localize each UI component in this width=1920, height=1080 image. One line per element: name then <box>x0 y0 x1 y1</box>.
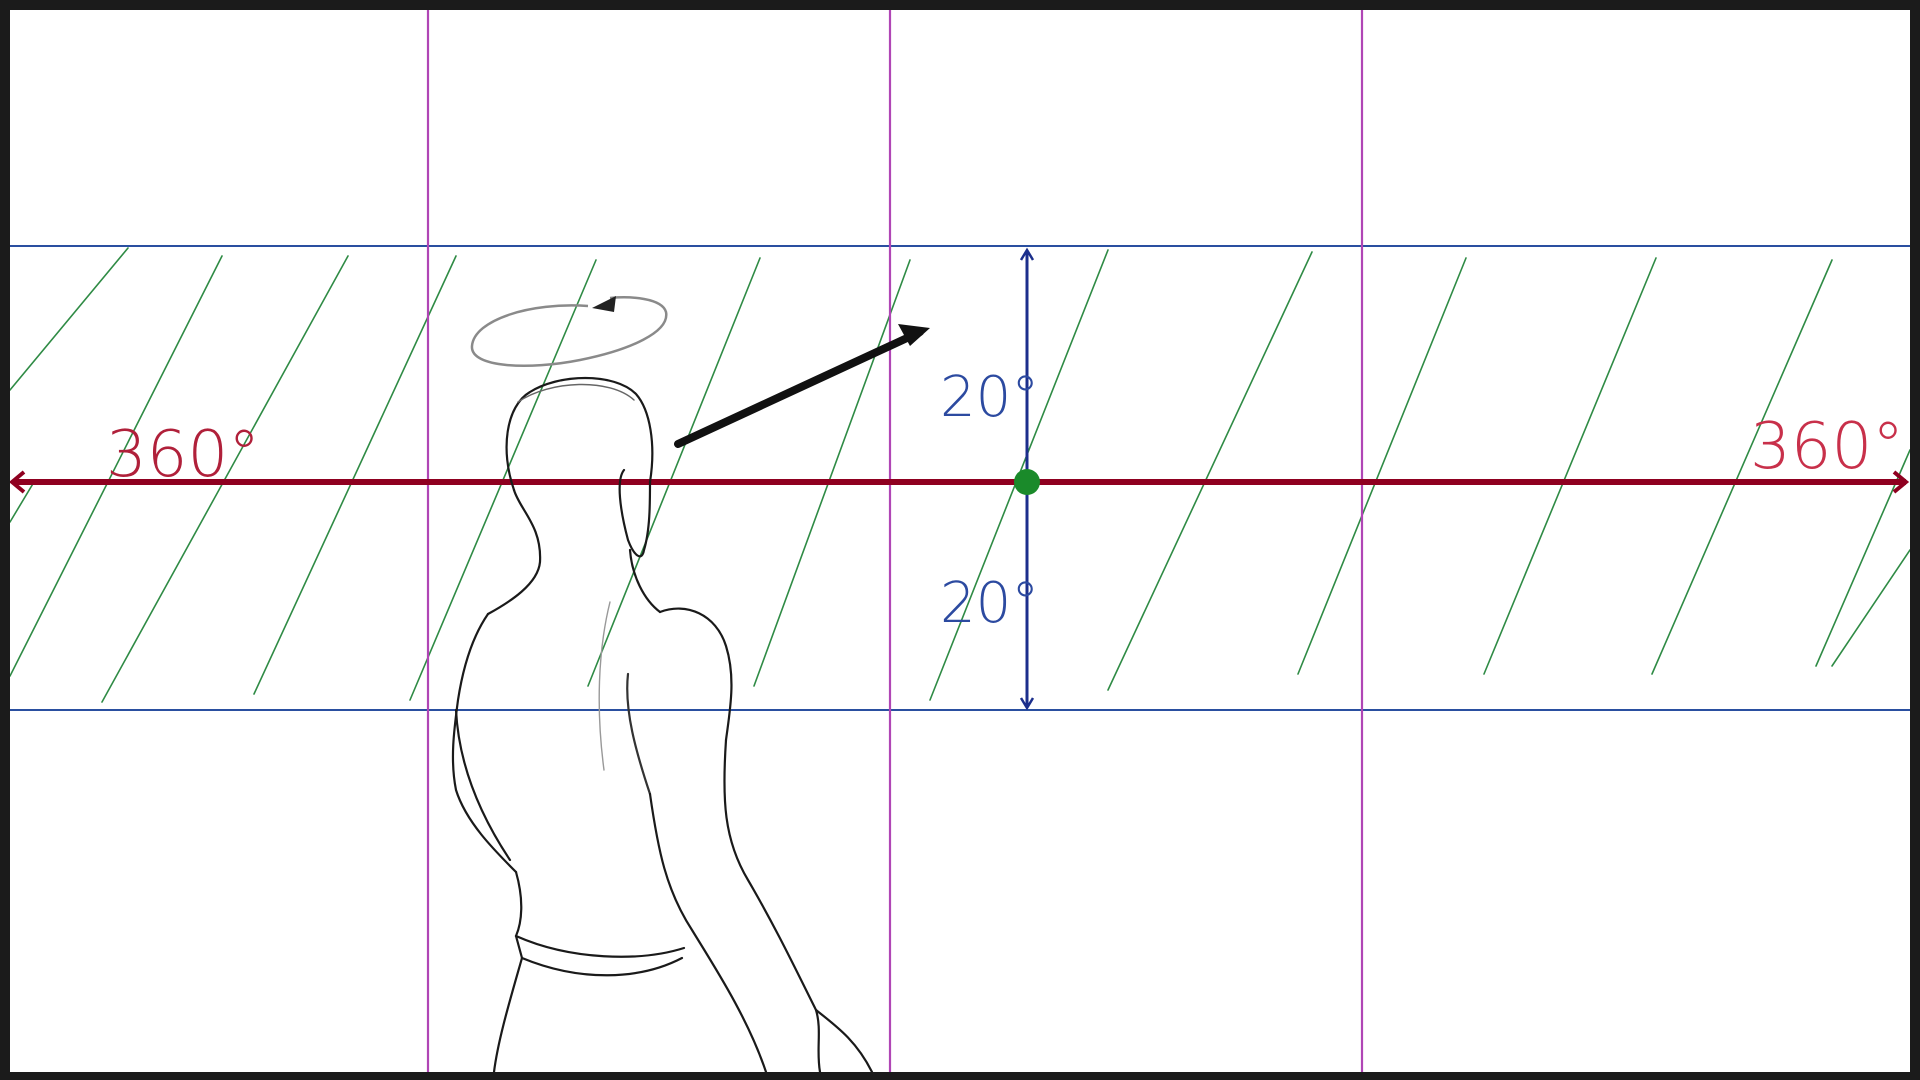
horizon-label-right: 360° <box>1750 410 1904 484</box>
view-angle-diagram: 360° 360° 20° 20° <box>10 10 1910 1072</box>
center-dot <box>1014 469 1040 495</box>
drawing-canvas: 360° 360° 20° 20° <box>10 10 1910 1072</box>
figure-sketch <box>451 377 874 1072</box>
angle-label-lower: 20° <box>940 571 1039 636</box>
gaze-arrow-icon <box>674 324 930 448</box>
horizon-arrow <box>10 470 1910 494</box>
horizon-label-left: 360° <box>106 418 260 492</box>
vertical-guides <box>426 10 1364 1072</box>
circular-arrow-icon <box>470 296 668 367</box>
angle-label-upper: 20° <box>940 365 1039 430</box>
